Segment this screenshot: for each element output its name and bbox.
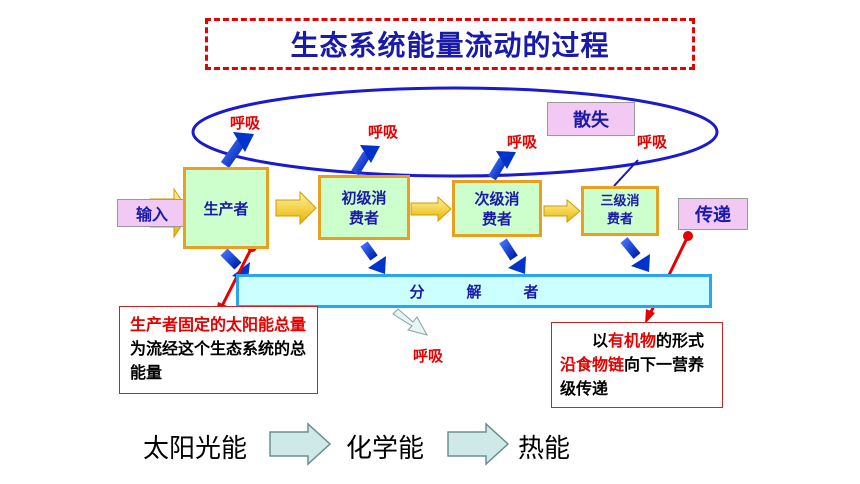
secondary-label-line1: 次级消 [474, 189, 520, 208]
arrow-primary-secondary [410, 195, 452, 223]
dissipation-ellipse [191, 86, 719, 178]
primary-consumer-box: 初级消费者 [318, 175, 410, 240]
decomp-arrow-tertiary [620, 237, 650, 272]
resp-label-tertiary: 呼吸 [637, 133, 668, 151]
note-transfer: 以有机物的形式沿食物链向下一营养级传递 [551, 322, 723, 408]
decomposer-label: 分解者 [409, 282, 581, 301]
flow-stage-heat: 热能 [518, 434, 571, 464]
transfer-tag: 传递 [678, 198, 748, 230]
resp-label-decomposer: 呼吸 [413, 347, 444, 365]
tertiary-consumer-box: 三级消费者 [581, 186, 659, 236]
decomp-resp-arrow [392, 308, 429, 336]
tertiary-label-line2: 费者 [606, 212, 633, 227]
decomp-arrow-primary [360, 241, 386, 274]
flow-arrow-1 [269, 422, 332, 466]
secondary-consumer-box: 次级消费者 [452, 180, 542, 237]
arrow-secondary-tertiary [543, 198, 581, 224]
resp-arrow-producer [220, 132, 254, 168]
note-right-p3: 的形式 [656, 331, 705, 350]
arrow-producer-primary [275, 190, 317, 226]
note-right-p2: 有机物 [608, 331, 657, 350]
note-right-p1: 以 [592, 331, 609, 350]
note-producer-energy: 生产者固定的太阳能总量为流经这个生态系统的总能量 [119, 306, 318, 394]
flow-stage-solar: 太阳光能 [143, 434, 248, 464]
note-right-p5: 向下一营养级传递 [560, 355, 705, 398]
note-right-p4: 沿食物链 [560, 355, 625, 374]
primary-label-line1: 初级消 [341, 188, 387, 207]
flow-stage-chemical: 化学能 [346, 434, 425, 464]
resp-arrow-secondary [488, 151, 516, 181]
producer-box: 生产者 [183, 167, 269, 249]
flow-arrow-2 [447, 422, 510, 466]
resp-line-tertiary [613, 159, 639, 187]
resp-label-primary: 呼吸 [368, 123, 399, 141]
tertiary-label-line1: 三级消 [600, 194, 640, 209]
decomp-arrow-secondary [499, 238, 526, 274]
producer-label: 生产者 [203, 199, 249, 218]
title-box: 生态系统能量流动的过程 [205, 18, 695, 70]
secondary-label-line2: 费者 [481, 209, 512, 228]
primary-label-line2: 费者 [348, 208, 379, 227]
resp-label-producer: 呼吸 [230, 114, 261, 132]
page-title: 生态系统能量流动的过程 [290, 29, 610, 62]
dissipate-tag: 散失 [547, 102, 635, 136]
decomposer-bar: 分解者 [236, 274, 712, 308]
resp-label-secondary: 呼吸 [507, 133, 538, 151]
input-tag: 输入 [117, 199, 187, 227]
note-left-highlight: 生产者固定的太阳能总量 [130, 315, 307, 334]
resp-arrow-primary [351, 145, 380, 176]
note-left-rest: 为流经这个生态系统的总能量 [130, 339, 307, 382]
